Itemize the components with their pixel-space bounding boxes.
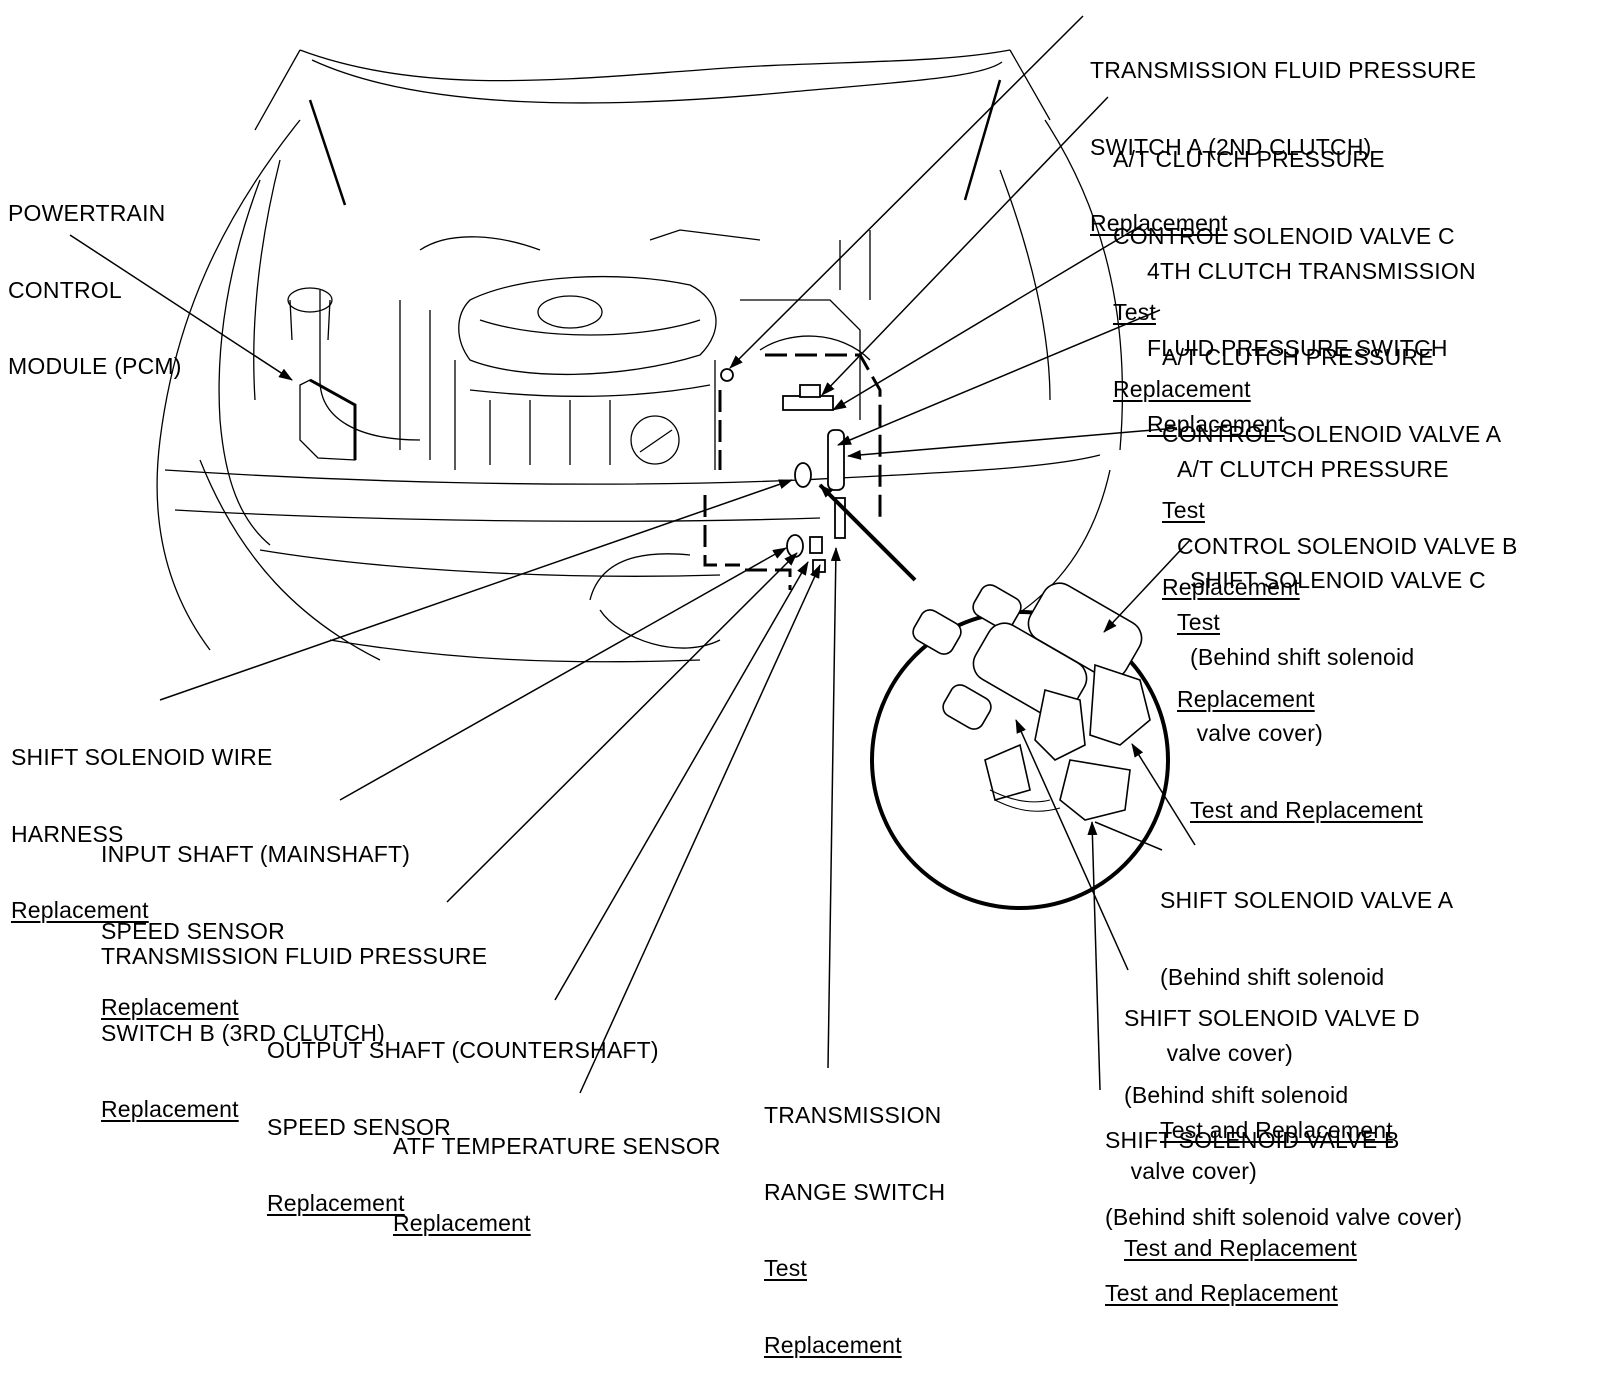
pcm-component [299, 378, 357, 461]
label-note-line: (Behind shift solenoid [1160, 963, 1385, 990]
replacement-link[interactable]: Replacement [393, 1209, 531, 1236]
label-input-shaft-speed-sensor: INPUT SHAFT (MAINSHAFT) SPEED SENSOR Rep… [101, 791, 410, 1046]
test-and-replacement-link[interactable]: Test and Replacement [1105, 1280, 1338, 1306]
label-title-line: HARNESS [11, 820, 124, 847]
label-title-line: SHIFT SOLENOID VALVE A [1160, 887, 1454, 913]
label-title-line: OUTPUT SHAFT (COUNTERSHAFT) [267, 1037, 659, 1063]
leader-lines [69, 15, 1196, 1094]
label-title-line: 4TH CLUTCH TRANSMISSION [1147, 258, 1476, 284]
replacement-link[interactable]: Replacement [1177, 685, 1315, 712]
label-atf-temperature-sensor: ATF TEMPERATURE SENSOR Replacement [393, 1083, 721, 1262]
replacement-link[interactable]: Replacement [101, 1096, 239, 1122]
label-title-line: SHIFT SOLENOID VALVE C [1190, 567, 1486, 593]
label-title-line: TRANSMISSION [764, 1102, 942, 1128]
label-title-line: SHIFT SOLENOID VALVE D [1124, 1005, 1420, 1031]
label-title-line: RANGE SWITCH [764, 1178, 946, 1205]
label-atcpcsv-a: A/T CLUTCH PRESSURE CONTROL SOLENOID VAL… [1162, 294, 1501, 626]
engine-compartment-drawing [69, 15, 1196, 1094]
label-shift-solenoid-wire-harness: SHIFT SOLENOID WIRE HARNESS Replacement [11, 694, 273, 949]
label-title-line: SPEED SENSOR [267, 1113, 451, 1140]
replacement-link[interactable]: Replacement [11, 897, 149, 923]
replacement-link[interactable]: Replacement [1162, 573, 1300, 600]
label-4th-clutch-pressure-switch: 4TH CLUTCH TRANSMISSION FLUID PRESSURE S… [1147, 208, 1476, 463]
test-link[interactable]: Test [764, 1255, 807, 1281]
label-title-line: SPEED SENSOR [101, 917, 285, 944]
label-note-line: (Behind shift solenoid valve cover) [1105, 1203, 1463, 1230]
solenoid-detail-inset [870, 582, 1170, 910]
label-title-line: CONTROL SOLENOID VALVE A [1162, 420, 1502, 447]
test-and-replacement-link[interactable]: Test and Replacement [1190, 796, 1423, 823]
label-title-line: TRANSMISSION FLUID PRESSURE [1090, 57, 1477, 83]
label-note-line: valve cover) [1160, 1040, 1293, 1066]
label-title-line: CONTROL SOLENOID VALVE C [1113, 222, 1455, 249]
vehicle-outline [156, 49, 1124, 663]
label-title-line: FLUID PRESSURE SWITCH [1147, 334, 1448, 361]
label-atcpcsv-b: A/T CLUTCH PRESSURE CONTROL SOLENOID VAL… [1177, 406, 1518, 738]
label-note-line: (Behind shift solenoid [1124, 1081, 1349, 1108]
label-tfps-a: TRANSMISSION FLUID PRESSURE SWITCH A (2N… [1090, 7, 1476, 262]
test-and-replacement-link[interactable]: Test and Replacement [1160, 1116, 1393, 1143]
replacement-link[interactable]: Replacement [1113, 375, 1251, 402]
replacement-link[interactable]: Replacement [1090, 210, 1228, 236]
label-title-line: ATF TEMPERATURE SENSOR [393, 1133, 721, 1159]
label-note-line: valve cover) [1190, 720, 1323, 746]
label-title-line: MODULE (PCM) [8, 353, 182, 379]
test-link[interactable]: Test [1113, 299, 1156, 325]
label-shift-solenoid-valve-b: SHIFT SOLENOID VALVE B (Behind shift sol… [1105, 1077, 1462, 1332]
label-atcpcsv-c: A/T CLUTCH PRESSURE CONTROL SOLENOID VAL… [1113, 96, 1455, 428]
label-title-line: SHIFT SOLENOID VALVE B [1105, 1127, 1400, 1153]
replacement-link[interactable]: Replacement [267, 1190, 405, 1216]
replacement-link[interactable]: Replacement [1147, 411, 1285, 437]
label-title-line: TRANSMISSION FLUID PRESSURE [101, 943, 488, 969]
label-title-line: CONTROL [8, 276, 122, 303]
label-shift-solenoid-valve-c: SHIFT SOLENOID VALVE C (Behind shift sol… [1190, 517, 1486, 849]
test-link[interactable]: Test [1162, 497, 1205, 523]
label-title-line: SHIFT SOLENOID WIRE [11, 744, 273, 770]
label-title-line: SWITCH B (3RD CLUTCH) [101, 1019, 386, 1046]
label-title-line: A/T CLUTCH PRESSURE [1113, 146, 1385, 172]
label-title-line: SWITCH A (2ND CLUTCH) [1090, 133, 1372, 160]
components-in-bay [720, 368, 846, 573]
test-link[interactable]: Test [1177, 609, 1220, 635]
label-title-line: POWERTRAIN [8, 200, 166, 226]
inset-callout-arrow [818, 483, 917, 582]
label-shift-solenoid-valve-a: SHIFT SOLENOID VALVE A (Behind shift sol… [1160, 837, 1453, 1169]
label-pcm: POWERTRAIN CONTROL MODULE (PCM) [8, 150, 182, 405]
label-title-line: INPUT SHAFT (MAINSHAFT) [101, 841, 411, 867]
label-title-line: A/T CLUTCH PRESSURE [1177, 456, 1449, 482]
label-tfps-b: TRANSMISSION FLUID PRESSURE SWITCH B (3R… [101, 893, 487, 1148]
label-transmission-range-switch: TRANSMISSION RANGE SWITCH Test Replaceme… [764, 1052, 945, 1384]
label-note-line: valve cover) [1124, 1158, 1257, 1184]
label-note-line: (Behind shift solenoid [1190, 643, 1415, 670]
label-title-line: A/T CLUTCH PRESSURE [1162, 344, 1434, 370]
replacement-link[interactable]: Replacement [101, 994, 239, 1020]
replacement-link[interactable]: Replacement [764, 1331, 902, 1358]
transmission-outline [703, 353, 882, 590]
label-title-line: CONTROL SOLENOID VALVE B [1177, 532, 1518, 559]
